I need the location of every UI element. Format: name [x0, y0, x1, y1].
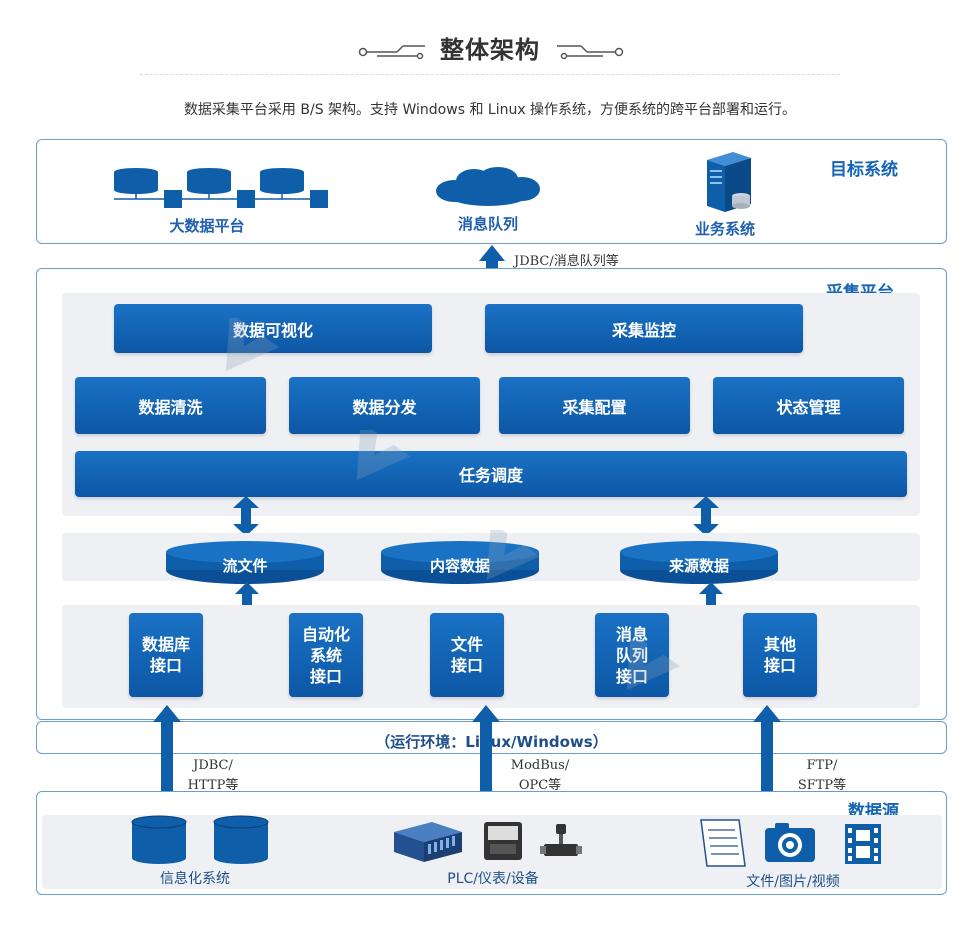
- network-database-icon: [112, 166, 337, 218]
- source-arrow-left-icon: [153, 705, 181, 796]
- content-data-label: 内容数据: [429, 557, 490, 575]
- page-description: 数据采集平台采用 B/S 架构。支持 Windows 和 Linux 操作系统，…: [183, 102, 797, 118]
- watermark-logo-3: [450, 521, 590, 644]
- protocol-label-ftp: FTP/ SFTP等: [797, 758, 847, 793]
- big-data-platform-label: 大数据平台: [169, 217, 245, 235]
- double-arrow-left-icon: [233, 496, 259, 540]
- protocol-label-jdbc: JDBC/ HTTP等: [187, 758, 239, 793]
- title-right-decoration: [555, 40, 625, 68]
- info-system-label: 信息化系统: [160, 871, 230, 887]
- source-arrow-middle-icon: [472, 705, 500, 796]
- source-data-store: 来源数据: [619, 540, 779, 586]
- automation-system-interface[interactable]: 自动化 系统 接口: [289, 613, 363, 697]
- data-visualization-module[interactable]: 数据可视化: [114, 304, 432, 353]
- database-icon: [129, 815, 274, 869]
- message-queue-interface[interactable]: 消息 队列 接口: [595, 613, 669, 697]
- cloud-icon: [434, 165, 542, 213]
- double-arrow-right-icon: [693, 496, 719, 540]
- up-arrow-right-icon: [699, 582, 723, 610]
- task-scheduler-module[interactable]: 任务调度: [75, 451, 907, 497]
- collection-config-module[interactable]: 采集配置: [499, 377, 690, 434]
- stream-file-label: 流文件: [222, 557, 268, 575]
- status-management-module[interactable]: 状态管理: [713, 377, 904, 434]
- other-interface[interactable]: 其他 接口: [743, 613, 817, 697]
- target-system-title: 目标系统: [830, 160, 898, 180]
- file-interface[interactable]: 文件 接口: [430, 613, 504, 697]
- watermark-logo-4: [590, 631, 730, 754]
- file-image-video-label: 文件/图片/视频: [746, 874, 840, 890]
- source-arrow-right-icon: [753, 705, 781, 796]
- content-data-store: 内容数据: [380, 540, 540, 586]
- title-divider: [140, 74, 840, 75]
- server-icon: [703, 150, 755, 218]
- data-distribution-module[interactable]: 数据分发: [289, 377, 480, 434]
- watermark-logo-1: [190, 312, 320, 432]
- business-system-label: 业务系统: [694, 220, 755, 238]
- data-cleaning-module[interactable]: 数据清洗: [75, 377, 266, 434]
- plc-device-icon: [392, 820, 582, 869]
- message-queue-label: 消息队列: [457, 215, 518, 233]
- collection-monitor-module[interactable]: 采集监控: [485, 304, 803, 353]
- source-data-label: 来源数据: [668, 557, 729, 575]
- database-interface[interactable]: 数据库 接口: [129, 613, 203, 697]
- watermark-logo-2: [320, 421, 460, 544]
- up-arrow-left-icon: [235, 582, 259, 610]
- title-left-decoration: [357, 40, 427, 68]
- page-title: 整体架构: [440, 36, 540, 64]
- protocol-label-modbus: ModBus/ OPC等: [510, 758, 570, 793]
- file-image-video-icon: [695, 818, 890, 874]
- plc-device-label: PLC/仪表/设备: [447, 871, 539, 887]
- arrow-top-protocol-label: JDBC/消息队列等: [514, 254, 619, 269]
- stream-file-store: 流文件: [165, 540, 325, 586]
